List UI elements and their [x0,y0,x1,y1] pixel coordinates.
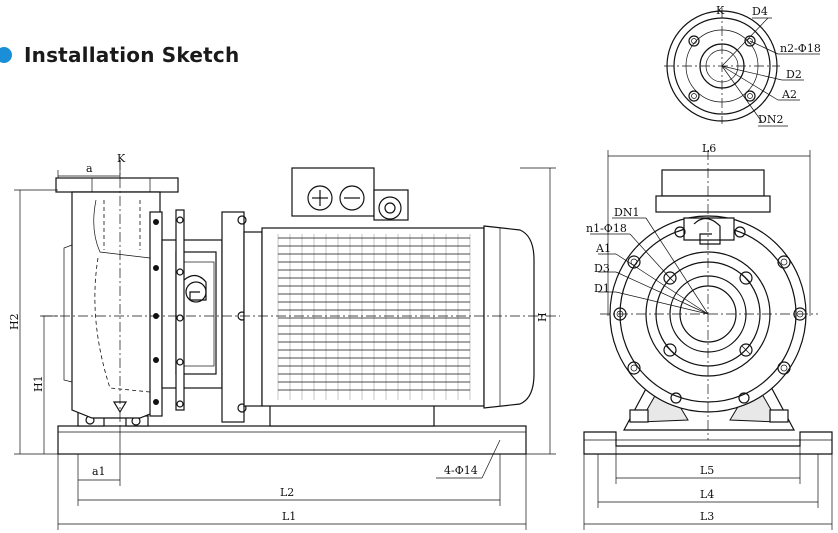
motor-fins [277,234,471,400]
l2-label: L2 [280,486,294,499]
flange-k-label: K [716,4,725,17]
outlet-flange-view: K D4 n2-Φ18 D2 A2 DN2 [664,4,821,127]
n1-label: n1-Φ18 [586,222,627,235]
dn1-label: DN1 [614,206,639,219]
l3-label: L3 [700,510,714,523]
base-bolts-label: 4-Φ14 [444,464,478,477]
a-label: a [86,162,93,175]
l6-label: L6 [702,142,716,155]
side-view-dimensions: a K H2 H1 H a1 4-Φ14 L2 L1 [8,152,556,530]
l5-label: L5 [700,464,714,477]
pump-front-view: DN1 n1-Φ18 A1 D3 D1 [583,150,833,455]
d3-label: D3 [594,262,610,275]
k-label: K [117,152,126,165]
a1-label: a1 [92,465,106,478]
h1-label: H1 [32,375,45,392]
h-label: H [536,312,549,322]
pump-side-view [42,160,560,455]
section-header: Installation Sketch [0,40,239,70]
a2-label: A2 [781,88,797,101]
bullet-icon [0,47,12,63]
d2-label: D2 [786,68,802,81]
h2-label: H2 [8,313,21,330]
l4-label: L4 [700,488,714,501]
a1-flange-label: A1 [595,242,611,255]
d4-label: D4 [752,5,768,18]
n2-label: n2-Φ18 [780,42,821,55]
section-title: Installation Sketch [24,43,240,67]
d1-label: D1 [594,282,610,295]
l1-label: L1 [282,510,296,523]
front-view-dimensions: L6 L5 L4 L3 [583,142,833,530]
dn2-label: DN2 [758,113,783,126]
